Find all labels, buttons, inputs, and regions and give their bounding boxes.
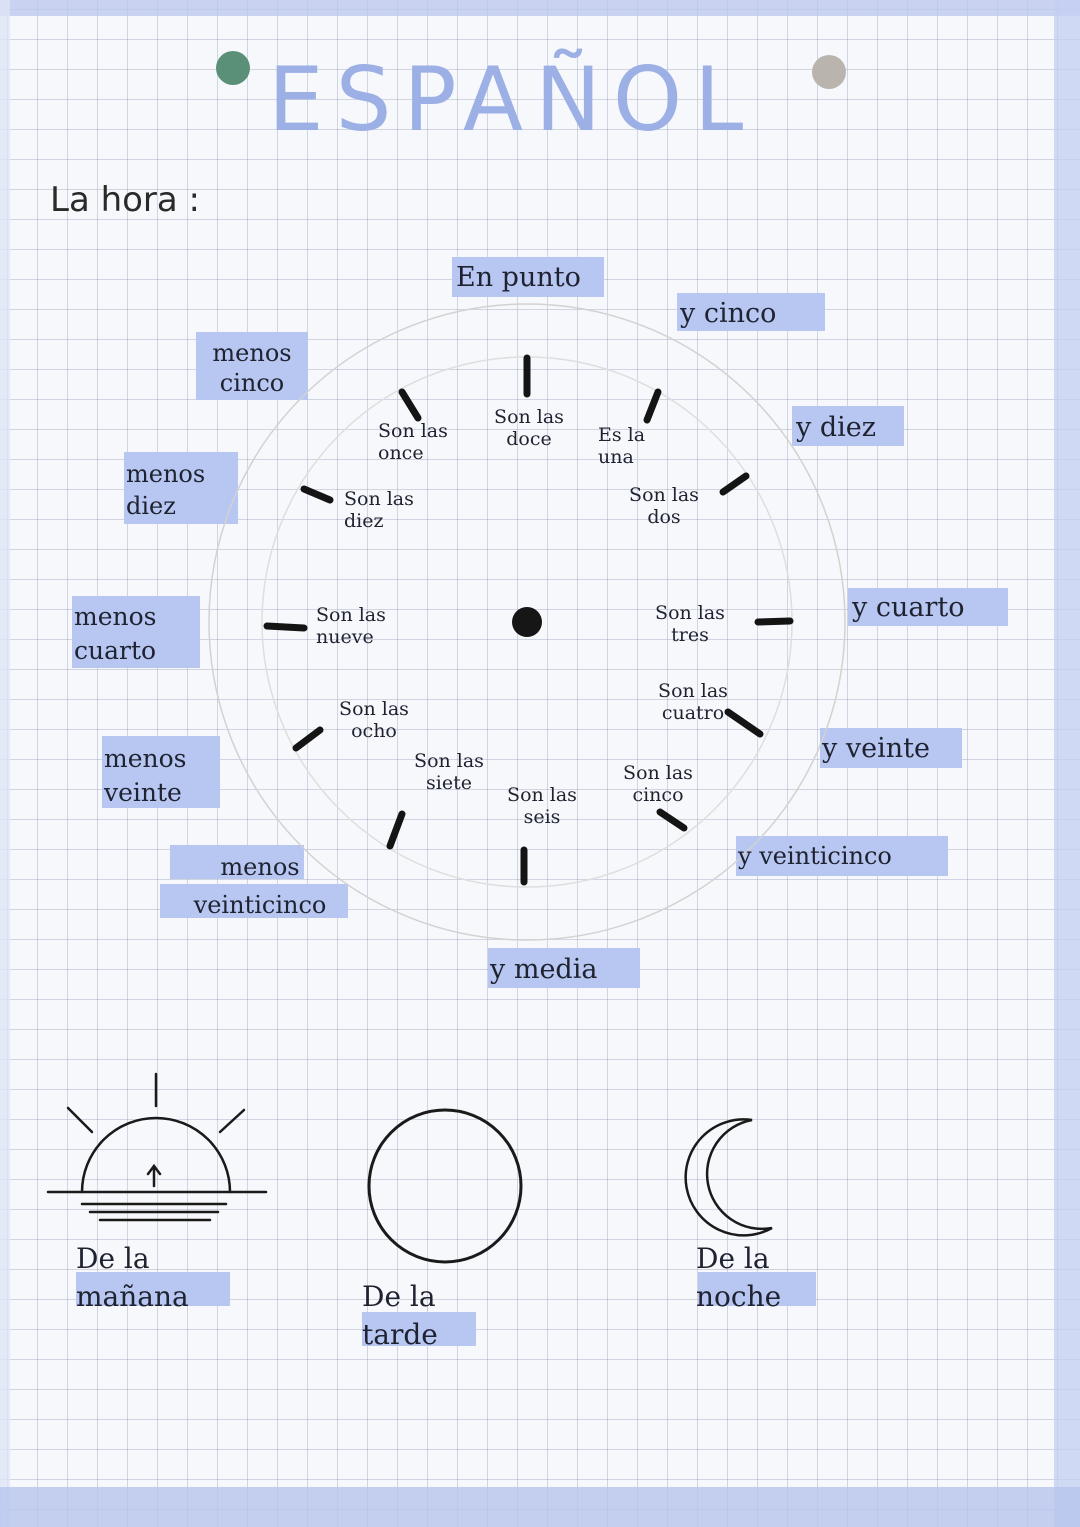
hour-label-text: Son las [507,784,577,806]
daypart-label-noche: De la noche [696,1242,782,1313]
highlight-y-cuarto [848,588,1008,626]
green-pin-icon [216,51,250,85]
hour-label-text: Son las [316,604,386,626]
page-border-top [0,0,1080,16]
hour-label-text: Son las [414,750,484,772]
section-heading: La hora : [50,180,201,220]
hour-label-text: Son las [378,420,448,442]
tick-5 [656,808,688,832]
tick-1 [643,388,662,424]
highlight-manana [76,1272,230,1306]
highlight-tarde [362,1312,476,1346]
hour-label-text: nueve [316,626,374,648]
minute-label-menos-veinte: menos veinte [104,744,187,807]
tick-2 [719,472,750,496]
minute-label-menos-cuarto: menos cuarto [74,602,157,665]
sun-icon [367,1108,523,1264]
hour-label-text: Son las [339,698,409,720]
hour-label-text: Son las [655,602,725,624]
minute-label-menos-cinco: menos cinco [212,339,292,397]
highlight-menos-cuarto [72,596,200,668]
minute-label-y-veinte: y veinte [822,733,930,764]
tick-4 [724,708,764,738]
highlight-y-cinco [677,293,825,331]
hour-label-text: Son las [629,484,699,506]
highlight-noche [698,1272,816,1306]
tick-10 [300,485,334,504]
hour-label-text: once [378,442,424,464]
daypart-label-tarde: De la tarde [362,1280,438,1351]
hour-label-text: tres [671,624,709,646]
hour-ticks [263,354,794,886]
daypart-label-manana: De la mañana [76,1242,189,1313]
clock-center-dot [512,607,542,637]
minute-label-y-diez: y diez [796,412,876,443]
hour-label-text: cinco [632,784,684,806]
hour-label-text: Son las [344,488,414,510]
tick-8 [292,726,324,752]
minute-label-y-veinticinco: y veinticinco [738,842,892,870]
highlight-menos-cinco [196,332,308,400]
hour-label-text: seis [523,806,561,828]
grey-pin-icon [812,55,846,89]
tick-3 [754,617,794,626]
outer-clock-circle [208,303,846,941]
moon-icon [684,1118,773,1237]
highlight-en-punto [452,257,604,297]
sunrise-icon [46,1072,268,1222]
hour-label-text: cuatro [661,702,725,724]
minute-label-y-media: y media [490,954,598,985]
minute-label-y-cinco: y cinco [680,298,777,329]
highlight-y-media [488,948,640,988]
page-border-right [1054,0,1080,1527]
minute-label-y-cuarto: y cuarto [852,592,965,623]
hour-label-text: ocho [351,720,397,742]
page-title: ESPAÑOL [268,48,756,151]
minute-label-menos-veinticinco: menos veinticinco [193,853,327,919]
highlight-menos-veinte [102,736,220,808]
minute-label-en-punto: En punto [456,262,581,293]
highlight-menos-veinticinco-a [170,845,304,879]
hour-label-text: diez [344,510,384,532]
highlight-y-veinticinco [736,836,948,876]
hour-label-text: Son las [494,406,564,428]
hour-label-text: Son las [623,762,693,784]
page-border-left [0,0,10,1527]
hour-label-text: Es la [598,424,646,446]
tick-11 [398,388,422,422]
page-border-bottom [0,1487,1080,1527]
highlight-y-veinte [820,728,962,768]
tick-7 [386,810,406,850]
hour-label-text: doce [506,428,552,450]
hour-label-text: siete [426,772,472,794]
tick-9 [263,622,308,632]
highlight-menos-veinticinco-b [160,884,348,918]
minute-label-menos-diez: menos diez [126,460,206,520]
highlight-y-diez [792,406,904,446]
highlight-menos-diez [124,452,238,524]
hour-label-text: dos [647,506,681,528]
hour-label-text: Son las [658,680,728,702]
hour-label-text: una [598,446,634,468]
